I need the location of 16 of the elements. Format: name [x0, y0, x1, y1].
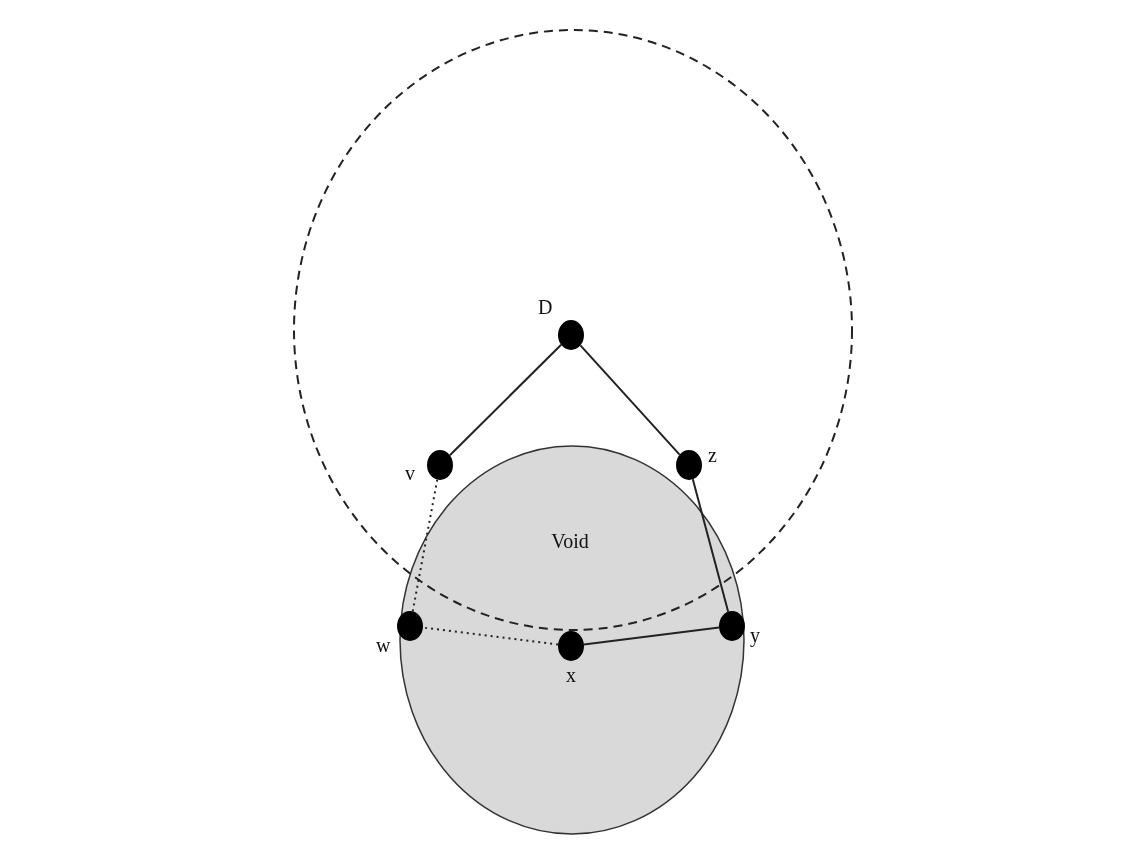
vertex-dot: [676, 450, 702, 480]
vertex-label: y: [750, 624, 760, 646]
vertex-label: D: [538, 296, 553, 318]
dotted-line: [411, 478, 439, 613]
vertex-label: w: [376, 634, 391, 656]
connector-line: [448, 343, 563, 457]
vertex-label: v: [405, 462, 415, 484]
region-label: Void: [551, 530, 589, 552]
vertex-dot: [397, 611, 423, 641]
vertex-dot: [558, 320, 584, 350]
vertex-label: z: [708, 444, 717, 466]
vertex-label: x: [566, 664, 576, 686]
vertex-dot: [427, 450, 453, 480]
connector-line: [691, 478, 730, 613]
connector-line: [582, 626, 721, 646]
connector-line: [579, 344, 681, 456]
